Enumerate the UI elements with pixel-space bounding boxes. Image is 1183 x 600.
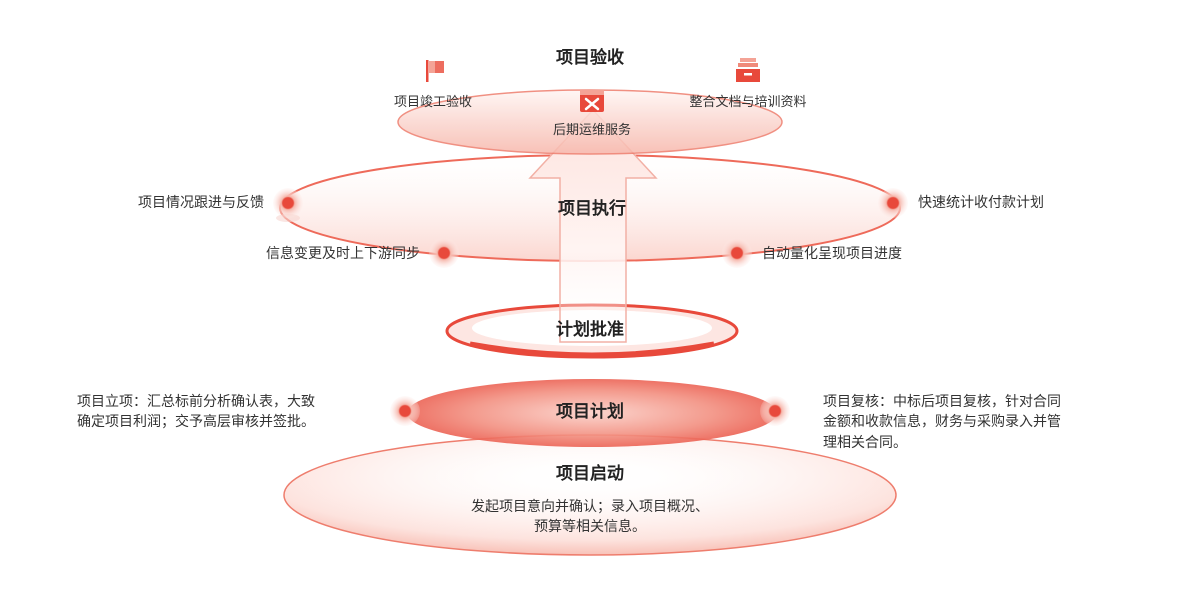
dot-plan-left [390,396,420,426]
archive-tray-icon [736,58,760,82]
tools-icon [580,90,604,112]
execution-item-followup: 项目情况跟进与反馈 [138,195,264,211]
acceptance-item-maintenance: 后期运维服务 [552,123,632,138]
acceptance-item-completion: 项目竣工验收 [393,95,473,110]
approval-ring-lower-band [469,341,715,358]
execution-item-payment-plan: 快速统计收付款计划 [918,195,1044,211]
planning-right-text: 项目复核：中标后项目复核，针对合同 金额和收款信息，财务与采购录入并管 理相关合… [823,394,1061,451]
dot-plan-right [760,396,790,426]
planning-title: 项目计划 [556,402,624,422]
dot-exec-right-bottom [722,238,752,268]
execution-item-progress: 自动量化呈现项目进度 [762,246,902,262]
dot-exec-left-bottom [429,238,459,268]
startup-description: 发起项目意向并确认；录入项目概况、 预算等相关信息。 [471,499,709,536]
acceptance-item-docs: 整合文档与培训资料 [689,95,807,110]
dot-exec-right-top [878,188,908,218]
startup-title: 项目启动 [556,464,624,484]
acceptance-title: 项目验收 [556,48,624,68]
execution-item-sync: 信息变更及时上下游同步 [266,246,420,262]
planning-disc [407,379,777,447]
dot-exec-left-top [273,188,303,218]
approval-title: 计划批准 [556,320,624,340]
execution-title: 项目执行 [558,199,626,219]
flag-icon [426,60,444,82]
planning-left-text: 项目立项：汇总标前分析确认表，大致 确定项目利润；交予高层审核并签批。 [77,394,315,431]
